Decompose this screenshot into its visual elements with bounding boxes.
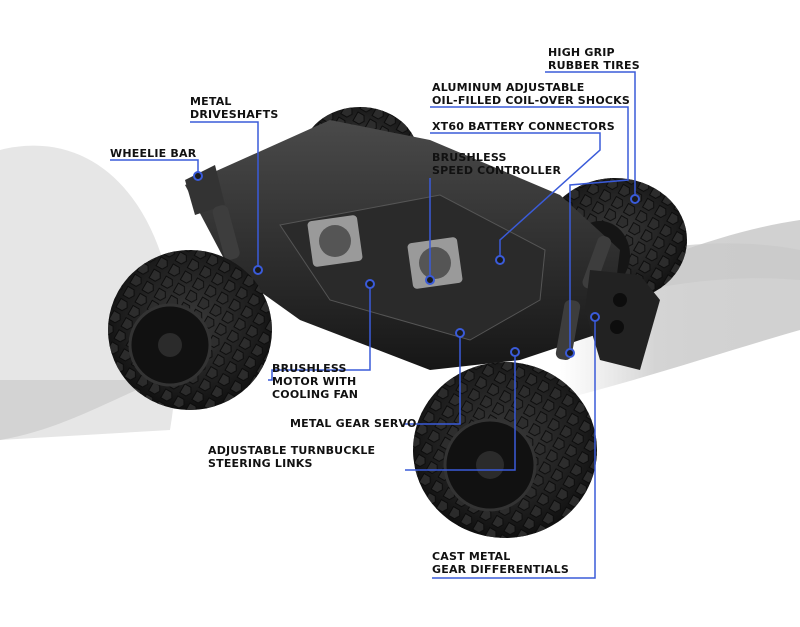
label-metal-gear-servo: METAL GEAR SERVO: [290, 417, 417, 430]
callout-dot-brushless-speed-controller: [425, 275, 435, 285]
callout-line-wheelie-bar: [110, 159, 199, 175]
label-high-grip-rubber-tires: HIGH GRIP RUBBER TIRES: [548, 46, 640, 72]
callout-line-metal-driveshafts: [190, 121, 259, 268]
callout-line-brushless-motor: [268, 285, 371, 381]
label-wheelie-bar: WHEELIE BAR: [110, 147, 197, 160]
label-adjustable-turnbuckle-steering-links: ADJUSTABLE TURNBUCKLE STEERING LINKS: [208, 444, 376, 470]
label-brushless-speed-controller: BRUSHLESS SPEED CONTROLLER: [432, 151, 562, 177]
callout-dot-high-grip-rubber-tires: [630, 194, 640, 204]
callout-line-aluminum-adjustable-shocks: [430, 106, 629, 352]
callout-dot-aluminum-adjustable-shocks: [565, 348, 575, 358]
callout-dot-xt60-battery-connectors: [495, 255, 505, 265]
callout-dots: [193, 171, 640, 358]
callout-dot-steering-links: [510, 347, 520, 357]
front-right-tire: [413, 362, 597, 538]
label-cast-metal-gear-differentials: CAST METAL GEAR DIFFERENTIALS: [432, 550, 569, 576]
callout-dot-gear-differentials: [590, 312, 600, 322]
callout-line-steering-links: [405, 352, 516, 471]
callout-lines: [110, 71, 636, 579]
callout-line-high-grip-rubber-tires: [545, 71, 636, 198]
front-left-tire: [108, 250, 272, 410]
callout-line-metal-gear-servo: [405, 335, 461, 425]
callout-dot-metal-driveshafts: [253, 265, 263, 275]
callout-line-xt60-battery-connectors: [430, 132, 601, 258]
label-metal-driveshafts: METAL DRIVESHAFTS: [190, 95, 279, 121]
label-aluminum-adjustable-shocks: ALUMINUM ADJUSTABLE OIL-FILLED COIL-OVER…: [432, 81, 630, 107]
label-brushless-motor-cooling-fan: BRUSHLESS MOTOR WITH COOLING FAN: [272, 362, 359, 401]
chassis: [185, 120, 660, 370]
callout-line-gear-differentials: [432, 318, 596, 579]
callout-dot-metal-gear-servo: [455, 328, 465, 338]
label-xt60-battery-connectors: XT60 BATTERY CONNECTORS: [432, 120, 615, 133]
callout-dot-brushless-motor: [365, 279, 375, 289]
callout-dot-wheelie-bar: [193, 171, 203, 181]
